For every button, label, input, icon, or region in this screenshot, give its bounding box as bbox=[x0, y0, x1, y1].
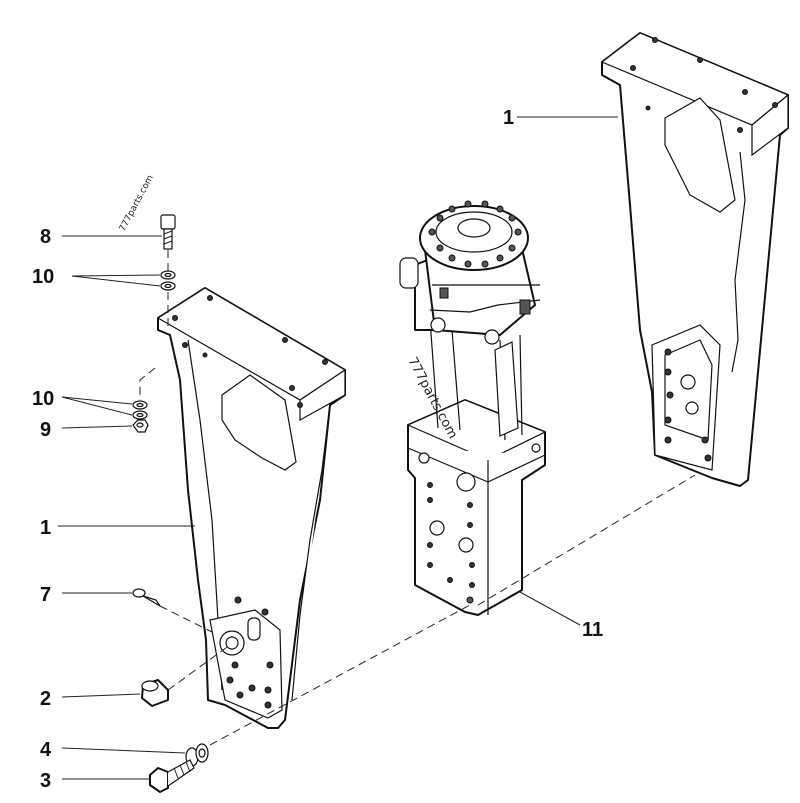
hammer-body bbox=[399, 200, 547, 616]
callout-1-right: 1 bbox=[503, 107, 514, 129]
pin-2 bbox=[141, 679, 169, 707]
callout-10-top: 10 bbox=[32, 266, 54, 288]
assembly-lines bbox=[139, 250, 696, 746]
callout-2: 2 bbox=[40, 688, 51, 710]
callout-4: 4 bbox=[40, 739, 52, 761]
bolt-8 bbox=[160, 214, 176, 250]
callout-10-mid: 10 bbox=[32, 388, 54, 410]
bolt-3 bbox=[149, 759, 195, 793]
watermark-top-left: 777parts.com bbox=[118, 174, 156, 234]
washers-10-mid bbox=[132, 400, 148, 420]
left-side-plate bbox=[156, 287, 347, 729]
nut-9 bbox=[132, 419, 149, 433]
leader-lines bbox=[58, 116, 618, 780]
right-side-plate bbox=[600, 32, 790, 487]
callout-8: 8 bbox=[40, 226, 51, 248]
callout-7: 7 bbox=[40, 584, 51, 606]
washers-10-top bbox=[160, 270, 176, 291]
callout-11: 11 bbox=[582, 619, 603, 641]
callout-1-left: 1 bbox=[40, 517, 51, 539]
callout-9: 9 bbox=[40, 419, 51, 441]
split-pin-7 bbox=[132, 588, 161, 607]
callout-3: 3 bbox=[40, 770, 51, 792]
